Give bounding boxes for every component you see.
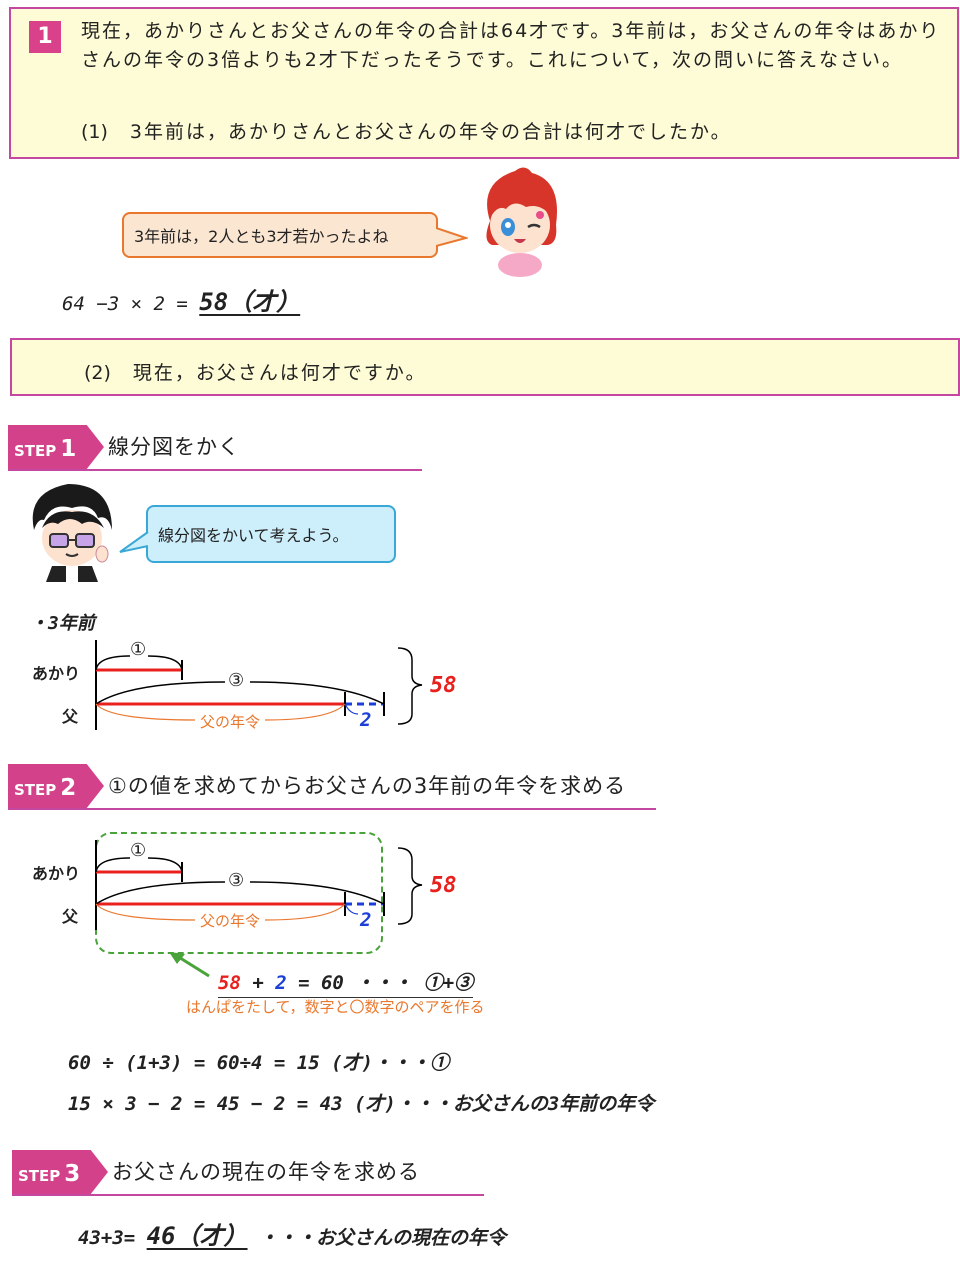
bubble-girl-tail — [436, 227, 468, 247]
step-1-title: 線分図をかく — [108, 435, 240, 459]
speech-bubble-girl: 3年前は，2人とも3才若かったよね — [122, 212, 438, 258]
diagram-2 — [95, 840, 423, 930]
diagram-2-total: 58 — [430, 873, 457, 898]
diagram-2-label-akari: あかり — [32, 864, 81, 883]
diagram-2-circle1: ① — [130, 840, 147, 861]
question-2-box: (2) 現在，お父さんは何才ですか。 — [10, 338, 960, 396]
green-arrow-icon — [169, 952, 210, 978]
bubble-boy-text: 線分図をかいて考えよう。 — [158, 526, 349, 545]
equation-4: 43+3= 46（才） ・・・お父さんの現在の年令 — [78, 1216, 506, 1251]
diagram-1-father-age: 父の年令 — [200, 713, 261, 731]
step-2-title: ①の値を求めてからお父さんの3年前の年令を求める — [108, 774, 627, 798]
diagram-1 — [95, 640, 423, 730]
pair-equation: 58 + 2 = 60 ・・・ ①+③ — [218, 968, 474, 998]
diagram-2-circle3: ③ — [228, 870, 245, 891]
equation-1-expr: 64 −3 × 2 = — [62, 293, 200, 315]
question-2-text: 現在，お父さんは何才ですか。 — [132, 362, 427, 384]
question-1: (1) 3年前は，あかりさんとお父さんの年令の合計は何才でしたか。 — [81, 117, 732, 144]
question-2-number: (2) — [84, 362, 111, 384]
diagram-2-minus: 2 — [360, 909, 372, 931]
diagram-1-label-akari: あかり — [32, 664, 81, 683]
problem-number: 1 — [29, 21, 61, 53]
bubble-boy-tail — [119, 531, 149, 553]
diagram-2-father-age: 父の年令 — [200, 912, 261, 930]
problem-text: 現在，あかりさんとお父さんの年令の合計は64才です。3年前は，お父さんの年令はあ… — [81, 20, 941, 71]
diagram-1-minus: 2 — [360, 709, 372, 731]
diagram-1-heading: ・3年前 — [30, 613, 95, 634]
pair-eq-2: 2 — [275, 972, 287, 994]
equation-3: 15 × 3 − 2 = 45 − 2 = 43 (才)・・・お父さんの3年前の… — [68, 1093, 655, 1115]
diagram-1-total: 58 — [430, 673, 457, 698]
diagram-1-circle1: ① — [130, 639, 147, 660]
pair-eq-58: 58 — [218, 972, 241, 994]
girl-character-icon — [486, 167, 557, 277]
diagram-2-label-father: 父 — [62, 907, 79, 926]
diagram-1-label-father: 父 — [62, 707, 79, 726]
equation-4-answer: 46（才） — [146, 1222, 248, 1250]
equation-2: 60 ÷ (1+3) = 60÷4 = 15 (才)・・・① — [68, 1052, 449, 1074]
step-3-title: お父さんの現在の年令を求める — [112, 1160, 420, 1184]
equation-1-answer: 58（才） — [199, 288, 301, 316]
bubble-girl-text: 3年前は，2人とも3才若かったよね — [134, 227, 389, 246]
equation-4-expr: 43+3= — [78, 1227, 147, 1249]
equation-4-note: ・・・お父さんの現在の年令 — [247, 1227, 506, 1249]
diagram-1-circle3: ③ — [228, 670, 245, 691]
pair-note: はんぱをたして，数字と〇数字のペアを作る — [186, 998, 485, 1016]
boy-character-icon — [32, 484, 112, 582]
problem-box: 1 現在，あかりさんとお父さんの年令の合計は64才です。3年前は，お父さんの年令… — [9, 7, 959, 159]
question-1-text: 3年前は，あかりさんとお父さんの年令の合計は何才でしたか。 — [129, 121, 732, 143]
speech-bubble-boy: 線分図をかいて考えよう。 — [146, 505, 396, 563]
equation-1: 64 −3 × 2 = 58（才） — [62, 282, 300, 317]
question-2: (2) 現在，お父さんは何才ですか。 — [84, 358, 427, 385]
question-1-number: (1) — [81, 121, 108, 143]
